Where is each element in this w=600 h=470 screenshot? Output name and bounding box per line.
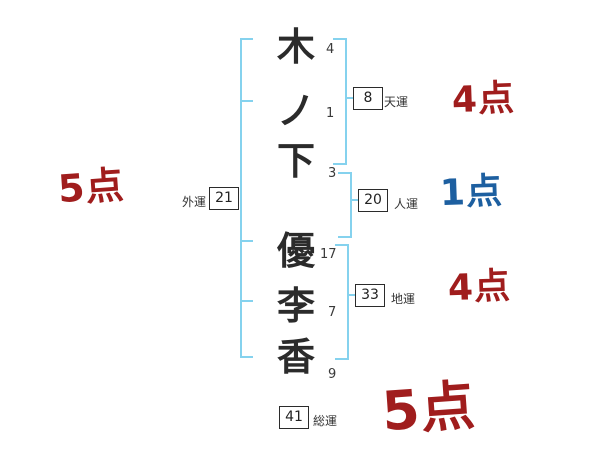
stroke-count-4: 17 [320, 247, 337, 262]
jinun-label: 人運 [394, 197, 419, 211]
stroke-count-5: 7 [328, 305, 337, 320]
gaiun-value-box: 21 [209, 187, 239, 210]
gaiun-label: 外運 [182, 195, 207, 209]
tenun-score: 4点 [451, 77, 516, 122]
kanji-char-4: 優 [276, 229, 315, 273]
gaiun-score: 5点 [56, 162, 126, 212]
jinun-score: 1点 [439, 170, 504, 215]
kanji-char-6: 香 [276, 335, 315, 379]
soun-label: 総運 [313, 414, 338, 428]
stroke-count-6: 9 [328, 367, 337, 382]
chiun-label: 地運 [391, 292, 416, 306]
chiun-value-box: 33 [355, 284, 385, 307]
kanji-char-3: 下 [276, 139, 315, 183]
soun-score: 5点 [379, 373, 478, 444]
kanji-char-5: 李 [276, 284, 315, 328]
stroke-count-2: 1 [326, 106, 335, 121]
soun-value-box: 41 [279, 406, 309, 429]
tenun-label: 天運 [384, 95, 409, 109]
kanji-char-1: 木 [276, 25, 315, 69]
stroke-count-3: 3 [328, 166, 337, 181]
tenun-value-box: 8 [353, 87, 383, 110]
stroke-count-1: 4 [326, 42, 335, 57]
kanji-char-2: ノ [276, 89, 315, 133]
chiun-score: 4点 [447, 265, 512, 310]
jinun-value-box: 20 [358, 189, 388, 212]
